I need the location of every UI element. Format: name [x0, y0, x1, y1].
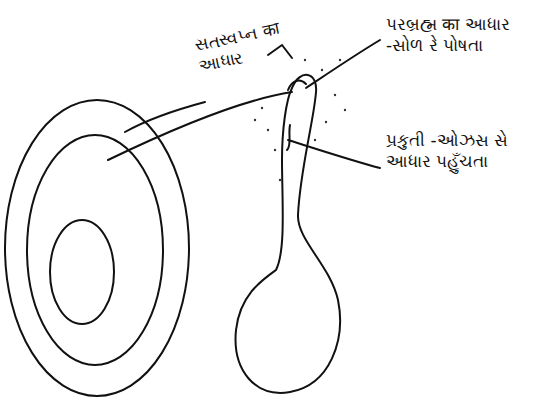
middle-ring [27, 135, 163, 365]
leader-line [288, 140, 380, 168]
handwritten-label: પ્રકુતી -ઓઝસ સે આધાર પહુઁચતા [386, 130, 544, 173]
leader-line [108, 92, 292, 160]
thumb-tip [288, 81, 306, 90]
thumb-shape [236, 75, 340, 393]
leader-line [306, 40, 380, 88]
thumb-mark [287, 125, 290, 150]
leader-line [125, 102, 205, 132]
outer-ring [5, 100, 189, 396]
inner-ring [50, 220, 114, 324]
handwritten-label: સતસ્વપ્ન का આધાર [193, 17, 290, 77]
handwritten-label: પરબ્રહ્મ का આધાર -સોળ રે પોષતા [386, 14, 544, 57]
